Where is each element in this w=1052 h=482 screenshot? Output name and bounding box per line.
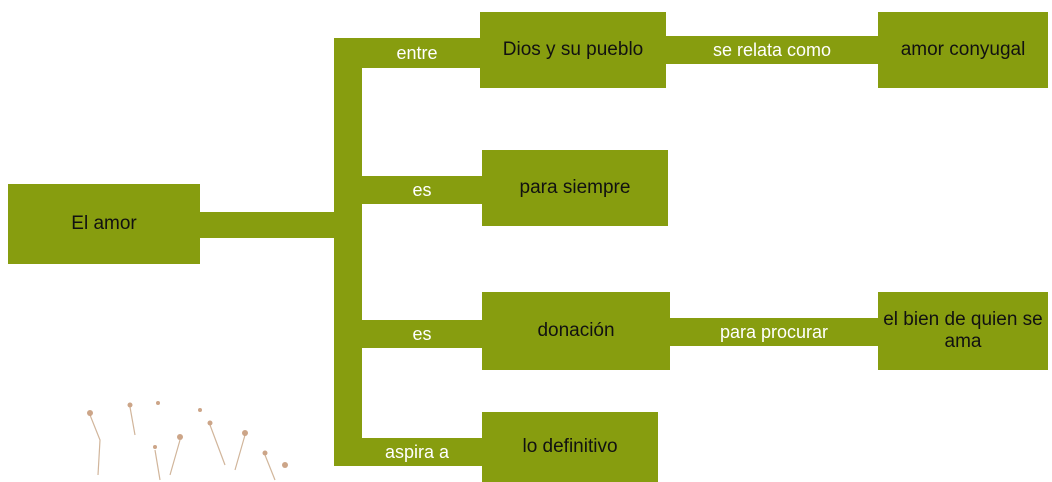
connector-es-1 [362,176,482,204]
node-donacion: donación [482,292,670,370]
edge-label-para-procurar: para procurar [719,322,829,342]
connector-se-relata-como [666,36,878,64]
edge-label-aspira-a: aspira a [384,442,450,462]
node-el-amor: El amor [8,184,200,264]
connector-es-2 [362,320,482,348]
edge-label-entre: entre [396,43,438,63]
edge-label-es-1: es [412,180,432,200]
node-para-siempre: para siempre [482,150,668,226]
edge-label-se-relata-como: se relata como [712,40,832,60]
connector-entre [362,38,480,68]
node-el-bien-de-quien-se-ama: el bien de quien se ama [878,292,1048,370]
connector-aspira-a [362,438,482,466]
node-lo-definitivo: lo definitivo [482,412,658,482]
node-dios-y-su-pueblo: Dios y su pueblo [480,12,666,88]
root-connector [200,212,338,238]
edge-label-es-2: es [412,324,432,344]
dandelion-seeds-illustration [87,401,288,481]
node-amor-conyugal: amor conyugal [878,12,1048,88]
vertical-trunk [334,38,362,466]
connector-para-procurar [670,318,878,346]
